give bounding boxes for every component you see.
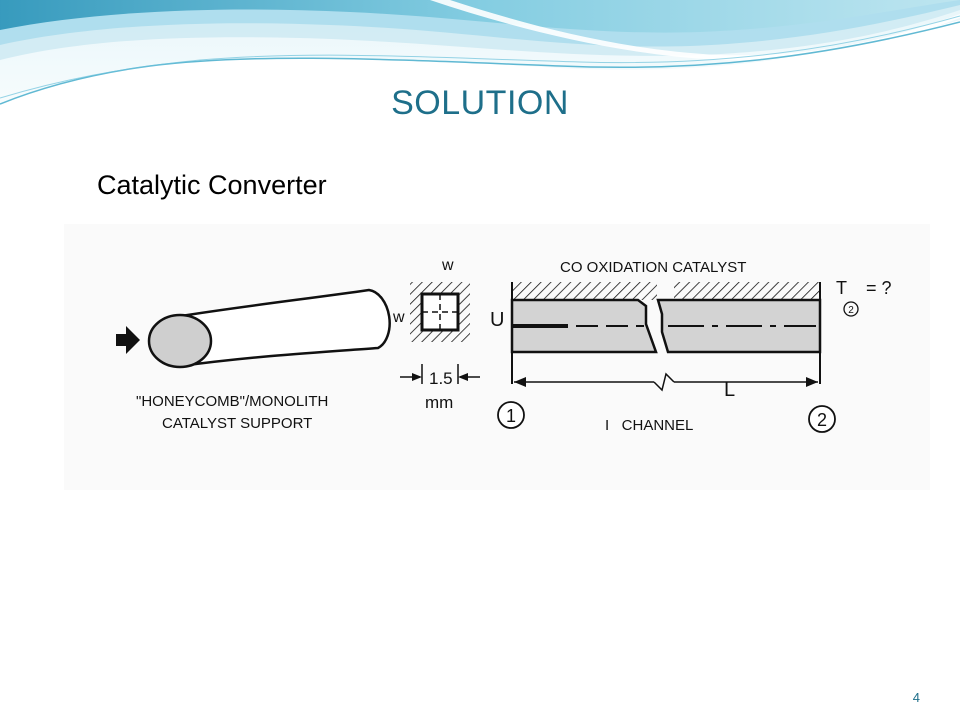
slide-subtitle: Catalytic Converter <box>97 170 327 200</box>
flow-arrow-icon <box>116 326 140 354</box>
cell-side-label: w <box>392 309 405 326</box>
support-label-line1: "HONEYCOMB"/MONOLITH <box>136 393 328 410</box>
header-wave-banner <box>0 0 960 105</box>
channel-body <box>510 282 822 384</box>
cell-cross-section <box>410 282 470 342</box>
monolith-cylinder <box>147 288 391 369</box>
catalytic-converter-diagram: "HONEYCOMB"/MONOLITH CATALYST SUPPORT w … <box>64 224 930 490</box>
cell-top-label: w <box>441 257 454 274</box>
outlet-temp-subscript: 2 <box>848 305 854 316</box>
support-label-line2: CATALYST SUPPORT <box>162 415 312 432</box>
page-number: 4 <box>912 690 920 705</box>
station-2-circle <box>808 405 836 433</box>
cell-width-unit: mm <box>425 393 453 412</box>
velocity-label: U <box>490 309 504 331</box>
channel-label: I CHANNEL <box>605 417 693 434</box>
station-1-circle <box>497 401 525 429</box>
station-1-label: 1 <box>506 406 516 426</box>
outlet-temp-query: = ? <box>866 278 892 298</box>
outlet-temp-subscript-circle <box>843 301 859 317</box>
cell-width-dimension <box>400 364 480 384</box>
slide-title: SOLUTION <box>391 84 569 122</box>
length-dimension <box>514 372 818 392</box>
cell-width-value: 1.5 <box>429 369 453 388</box>
length-label: L <box>724 379 735 401</box>
outlet-temp-label: T <box>836 278 847 298</box>
catalyst-label: CO OXIDATION CATALYST <box>560 259 746 276</box>
station-2-label: 2 <box>817 410 827 430</box>
diagram-canvas: "HONEYCOMB"/MONOLITH CATALYST SUPPORT w … <box>116 257 892 434</box>
